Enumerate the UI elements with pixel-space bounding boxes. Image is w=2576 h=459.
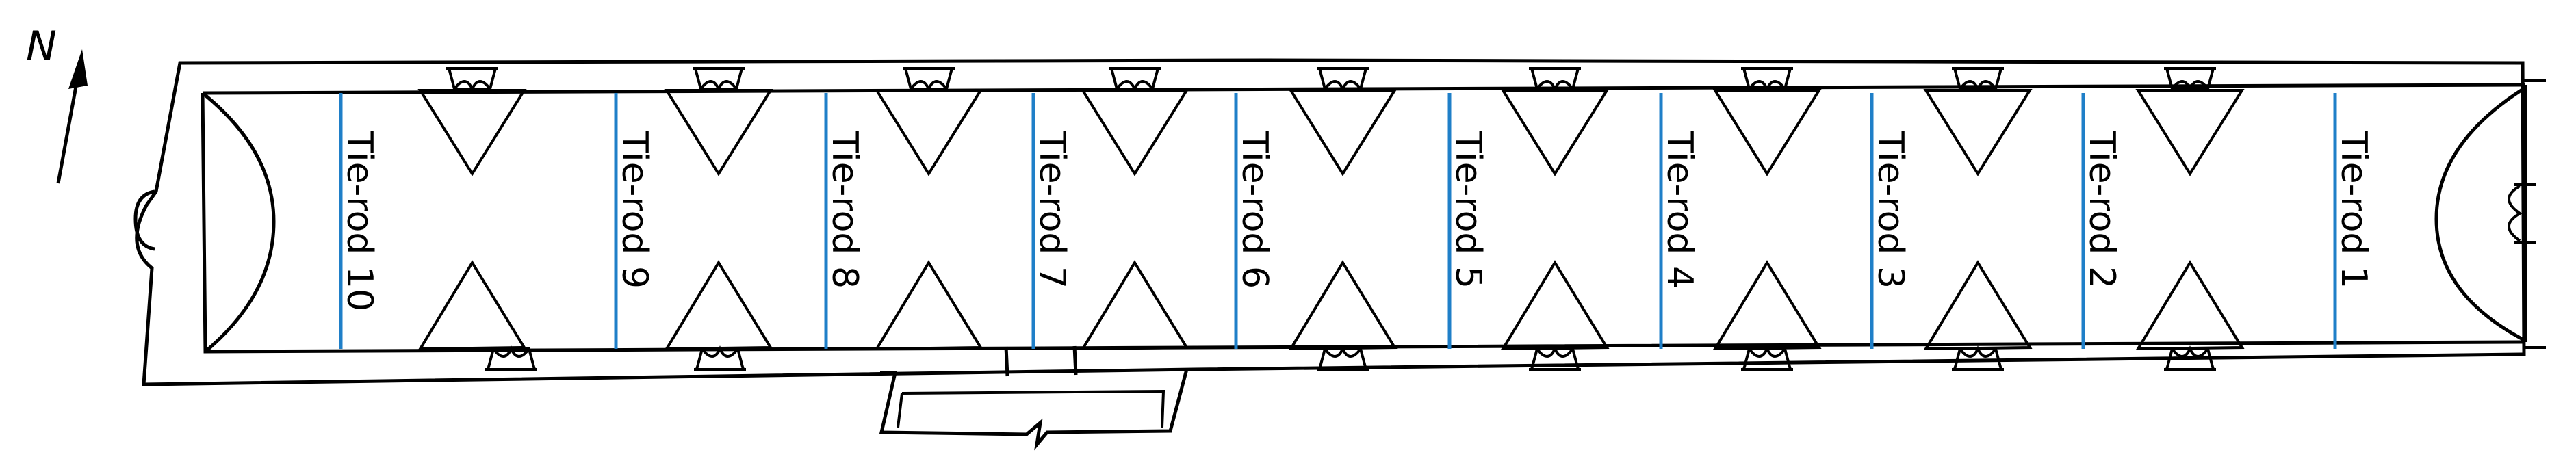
tie-rod-5: Tie-rod 5 xyxy=(1447,93,1489,349)
tie-rod-label: Tie-rod 9 xyxy=(614,131,655,289)
tie-rod-1: Tie-rod 1 xyxy=(2333,93,2374,349)
tie-rods: Tie-rod 10 Tie-rod 9 Tie-rod 8 Tie-rod 7 Tie… xyxy=(339,93,2374,349)
window-icon xyxy=(2164,67,2216,92)
vault-triangle-top xyxy=(1500,89,1610,176)
window-icon xyxy=(446,67,498,92)
vault-triangle-top xyxy=(664,89,773,176)
north-arrow-shaft xyxy=(56,75,80,184)
tie-rod-label: Tie-rod 2 xyxy=(2081,131,2122,289)
vault-triangle-bottom xyxy=(664,260,773,351)
vault-triangle-top xyxy=(2135,89,2245,176)
window-icon xyxy=(1109,67,1161,92)
tie-rod-6: Tie-rod 6 xyxy=(1234,93,1275,349)
north-arrow-head xyxy=(68,49,88,89)
porch-jamb-left xyxy=(1004,346,1009,377)
window-icon xyxy=(1317,67,1369,92)
window-icon xyxy=(1952,345,2004,371)
vault-triangle-bottom xyxy=(1923,260,2033,351)
vault-triangle-top xyxy=(1080,89,1189,176)
vault-triangle-bottom xyxy=(1712,260,1822,351)
tie-rod-7: Tie-rod 7 xyxy=(1031,93,1072,349)
south-porch-inner xyxy=(897,389,1165,428)
north-arrow: N xyxy=(26,23,88,184)
tie-rod-8: Tie-rod 8 xyxy=(824,93,865,349)
tie-rod-label: Tie-rod 6 xyxy=(1234,131,1275,289)
north-label: N xyxy=(26,23,57,70)
vault-triangle-bottom xyxy=(1288,260,1398,351)
vault-triangle-bottom xyxy=(1500,260,1610,351)
west-apse-exterior xyxy=(133,189,155,251)
vault-triangle-bottom xyxy=(2135,260,2245,351)
tie-rod-label: Tie-rod 3 xyxy=(1870,131,1911,289)
window-icon xyxy=(1741,345,1793,371)
east-apse xyxy=(2434,86,2527,343)
window-icon xyxy=(903,67,955,92)
tie-rod-10: Tie-rod 10 xyxy=(339,93,380,349)
vault-triangle-bottom xyxy=(874,260,983,351)
windows xyxy=(446,67,2216,371)
tie-rod-2: Tie-rod 2 xyxy=(2081,93,2122,349)
window-icon xyxy=(693,67,745,92)
window-icon xyxy=(694,345,746,371)
tie-rod-4: Tie-rod 4 xyxy=(1659,93,1700,349)
window-icon xyxy=(1529,67,1581,92)
tie-rod-9: Tie-rod 9 xyxy=(614,93,655,349)
tie-rod-label: Tie-rod 8 xyxy=(824,131,865,289)
window-icon xyxy=(2164,345,2216,371)
vault-triangle-bottom xyxy=(417,260,527,351)
vault-triangles xyxy=(417,89,2245,351)
tie-rod-label: Tie-rod 10 xyxy=(339,131,380,311)
tie-rod-label: Tie-rod 7 xyxy=(1031,131,1072,289)
porch-jamb-right xyxy=(1072,345,1078,376)
window-icon xyxy=(485,345,537,371)
vault-triangle-top xyxy=(1923,89,2033,176)
vault-triangle-bottom xyxy=(1080,260,1189,351)
tie-rod-label: Tie-rod 5 xyxy=(1447,131,1489,289)
window-icon xyxy=(1529,345,1581,371)
east-door-icon xyxy=(2508,183,2536,244)
tie-rod-label: Tie-rod 1 xyxy=(2333,131,2374,289)
vault-triangle-top xyxy=(1712,89,1822,176)
vault-triangle-top xyxy=(874,89,983,176)
south-porch xyxy=(879,369,1189,451)
window-icon xyxy=(1952,67,2004,92)
west-apse xyxy=(201,92,276,353)
vault-triangle-top xyxy=(1288,89,1398,176)
nave-inner-wall xyxy=(201,83,2526,354)
vault-triangle-top xyxy=(417,89,527,176)
tie-rod-3: Tie-rod 3 xyxy=(1870,93,1911,349)
window-icon xyxy=(1741,67,1793,92)
window-icon xyxy=(1317,345,1369,371)
outer-wall xyxy=(135,58,2526,386)
tie-rod-label: Tie-rod 4 xyxy=(1659,131,1700,289)
